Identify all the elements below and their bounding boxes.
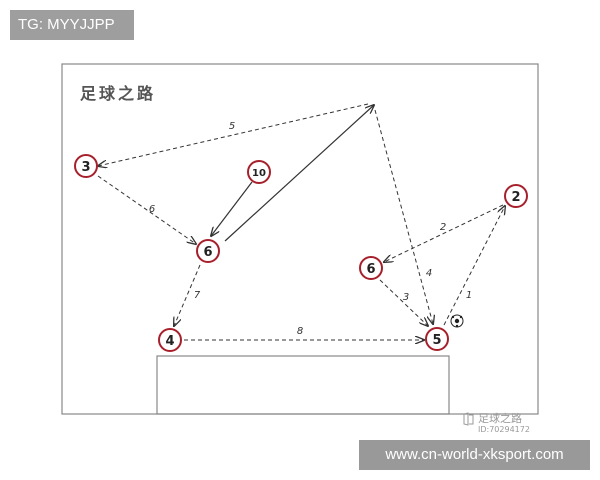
player-2: 2 [504, 184, 528, 208]
arrow-label-3: 3 [403, 292, 409, 303]
arrow-label-5: 5 [229, 121, 235, 132]
arrow-label-6: 6 [149, 204, 155, 215]
arrow-label-1: 1 [466, 290, 472, 301]
diagram-title: 足球之路 [80, 84, 157, 103]
player-6-left: 6 [196, 239, 220, 263]
soccer-ball-icon [450, 314, 464, 328]
arrow-label-8: 8 [297, 326, 303, 337]
run-line-6 [224, 105, 374, 242]
arrow-label-4: 4 [426, 268, 432, 279]
source-tag-top: TG: MYYJJPP [10, 10, 134, 40]
player-5: 5 [425, 327, 449, 351]
player-3-number: 3 [81, 160, 90, 175]
player-2-number: 2 [511, 190, 520, 205]
pass-line-1 [443, 206, 505, 326]
arrow-label-2: 2 [440, 222, 446, 233]
watermark-logo-icon [463, 412, 474, 426]
player-5-number: 5 [432, 333, 441, 348]
field-border [61, 63, 539, 415]
watermark: 足球之路 ID:70294172 [478, 410, 530, 434]
player-10-number: 10 [252, 168, 266, 179]
player-4: 4 [158, 328, 182, 352]
pass-line-2 [384, 204, 504, 262]
player-6-right: 6 [359, 256, 383, 280]
penalty-box [156, 355, 450, 415]
run-line-10 [211, 181, 253, 236]
source-tag-bottom: www.cn-world-xksport.com [359, 440, 590, 470]
pass-line-5 [98, 103, 369, 166]
player-6-right-number: 6 [366, 262, 375, 277]
pass-line-6 [97, 175, 196, 244]
player-3: 3 [74, 154, 98, 178]
player-6-left-number: 6 [203, 245, 212, 260]
pass-line-3 [379, 279, 428, 326]
pass-line-4 [374, 109, 433, 324]
player-10: 10 [247, 160, 271, 184]
watermark-name: 足球之路 [478, 412, 522, 425]
watermark-id: ID:70294172 [478, 425, 530, 434]
player-4-number: 4 [165, 334, 174, 349]
arrow-label-7: 7 [194, 290, 201, 301]
